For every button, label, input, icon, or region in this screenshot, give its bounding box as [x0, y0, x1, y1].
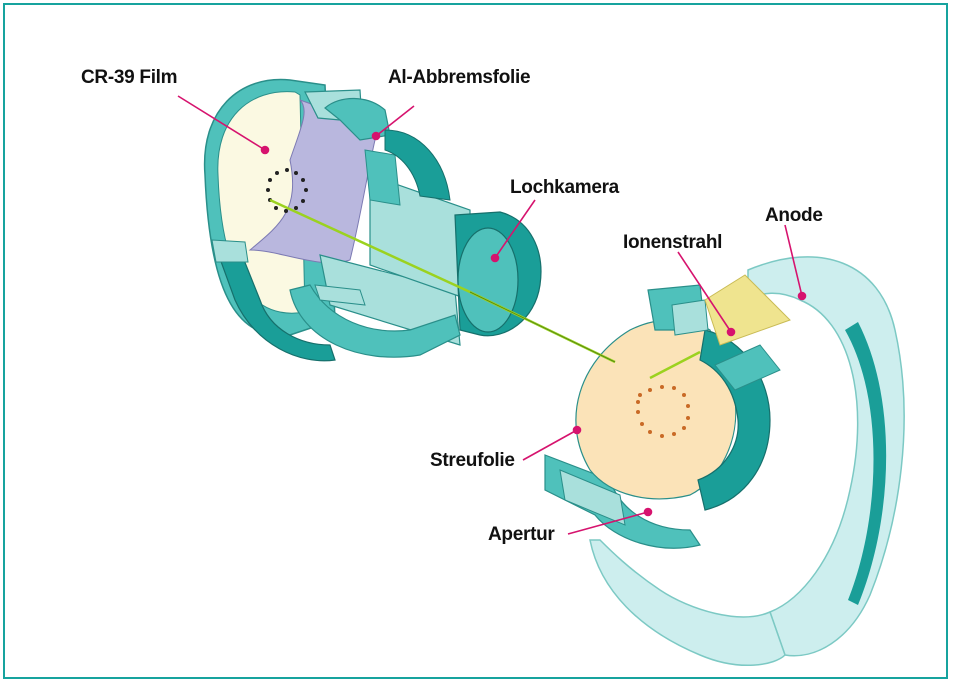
label-ionenstrahl: Ionenstrahl — [623, 232, 722, 253]
lochkamera-assembly — [205, 80, 541, 361]
label-al-abbremsfolie: Al-Abbremsfolie — [388, 67, 530, 88]
streufolie-assembly — [545, 275, 790, 548]
label-apertur: Apertur — [488, 524, 555, 545]
label-anode: Anode — [765, 205, 823, 226]
label-lochkamera: Lochkamera — [510, 177, 620, 198]
label-cr39-film: CR-39 Film — [81, 67, 177, 88]
label-streufolie: Streufolie — [430, 450, 515, 471]
